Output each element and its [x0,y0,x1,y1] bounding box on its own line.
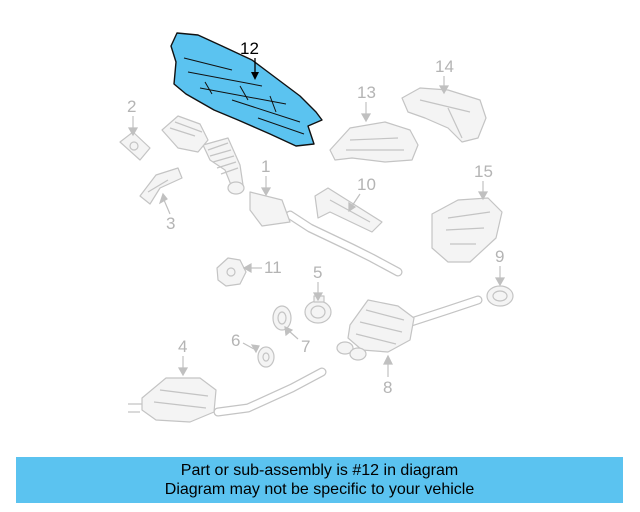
callout-15: 15 [474,162,493,181]
callout-4: 4 [178,337,187,356]
exhaust-parts-diagram: 1 2 3 4 5 6 7 8 9 10 11 12 [119,32,514,423]
gasket-part-2 [119,131,151,161]
callout-11: 11 [264,258,282,277]
callout-9: 9 [495,247,504,266]
heat-shield-part-14 [401,87,487,143]
callout-14: 14 [435,57,454,76]
hanger-part-11 [216,257,247,287]
callout-1: 1 [261,157,270,176]
banner-line-2: Diagram may not be specific to your vehi… [164,481,475,498]
rear-muffler-part-8 [336,295,483,361]
bracket-part-3 [139,167,183,205]
banner-line-1: Part or sub-assembly is #12 in diagram [180,462,459,479]
info-banner: Part or sub-assembly is #12 in diagram D… [16,457,623,503]
callout-6: 6 [231,331,240,350]
callout-8: 8 [383,378,392,397]
callout-10: 10 [357,175,376,194]
heat-shield-part-15 [431,197,503,263]
callout-2: 2 [127,97,136,116]
hanger-part-7 [272,305,292,331]
turbo-elbow [161,115,209,153]
front-pipe-assembly [202,137,403,277]
center-muffler-part-4 [128,367,327,423]
callout-labels: 1 2 3 4 5 6 7 8 9 10 11 12 [127,39,506,397]
clamp-part-9 [486,285,514,307]
callout-13: 13 [357,83,376,102]
callout-3: 3 [166,214,175,233]
heat-shield-part-13 [329,121,419,163]
callout-5: 5 [313,263,322,282]
callout-7: 7 [301,337,310,356]
hanger-part-6 [257,346,275,368]
callout-12-highlighted: 12 [240,39,259,58]
